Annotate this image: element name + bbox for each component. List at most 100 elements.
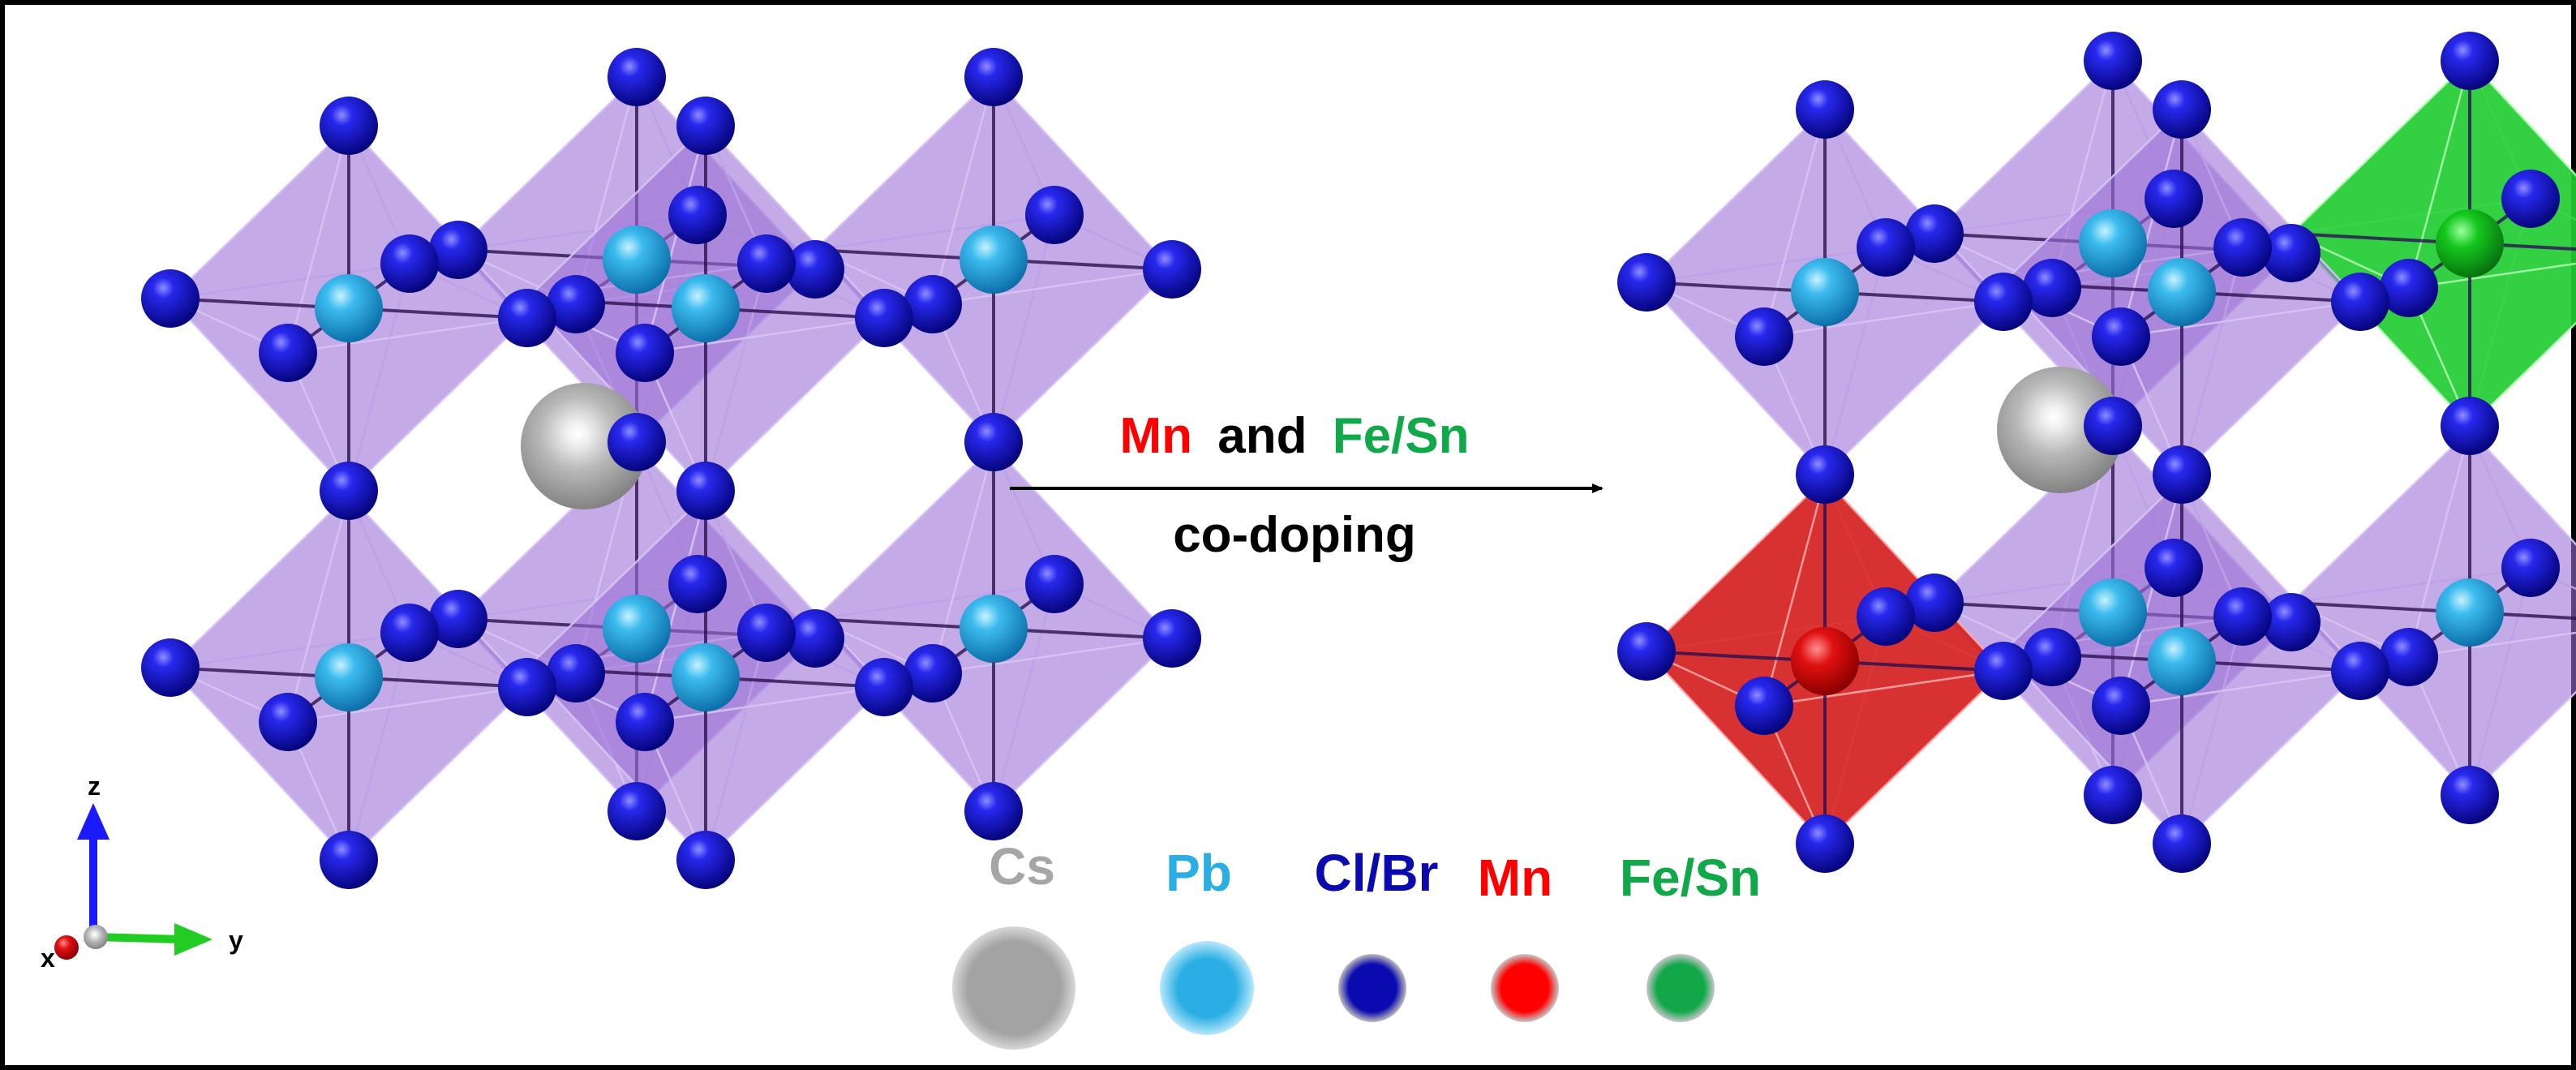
- halide-atom: [737, 234, 796, 293]
- legend: Cs Pb Cl/Br Mn Fe/Sn: [952, 837, 1761, 1050]
- halide-atom: [380, 604, 439, 662]
- halide-atom: [2023, 259, 2081, 317]
- legend-label-mn: Mn: [1478, 849, 1552, 907]
- halide-atom: [498, 658, 556, 716]
- legend-swatch-cs: [952, 926, 1075, 1050]
- octahedron: [2288, 426, 2576, 799]
- legend-label-cs: Cs: [989, 837, 1055, 896]
- halide-atom: [2262, 224, 2321, 282]
- halide-atom: [855, 658, 913, 716]
- lead-atom: [603, 226, 671, 294]
- lead-atom: [2079, 578, 2147, 647]
- halide-atom: [2441, 32, 2499, 90]
- halide-atom: [498, 289, 556, 347]
- halide-atom: [2380, 628, 2438, 686]
- legend-swatch-pb: [1160, 941, 1254, 1035]
- y-axis-line: [95, 933, 183, 943]
- halide-atom: [676, 97, 735, 155]
- halide-atom: [141, 638, 200, 697]
- halide-atom: [1857, 218, 1915, 277]
- iron-tin-atom: [2436, 209, 2504, 277]
- halide-atom: [1974, 642, 2033, 700]
- codoped-perovskite-structure: [1617, 32, 2576, 873]
- lead-atom: [672, 274, 740, 342]
- halide-atom: [616, 693, 674, 751]
- cesium-atom: [521, 383, 647, 509]
- halide-atom: [904, 644, 962, 703]
- undoped-perovskite-structure: [141, 48, 1201, 889]
- halide-atom: [2153, 814, 2211, 873]
- octahedron-face: [2407, 262, 2576, 428]
- halide-atom: [320, 831, 378, 889]
- halide-atom: [668, 555, 727, 613]
- halide-atom: [2153, 80, 2211, 139]
- halide-atom: [2084, 766, 2142, 824]
- halide-atom: [2213, 218, 2272, 277]
- halide-atom: [141, 269, 200, 328]
- lead-atom: [2148, 627, 2216, 695]
- halide-atom: [2084, 397, 2142, 455]
- lead-atom: [315, 274, 383, 342]
- halide-atom: [1143, 609, 1201, 668]
- halide-atom: [380, 234, 439, 293]
- lead-atom: [603, 595, 671, 663]
- halide-atom: [904, 275, 962, 333]
- halide-atom: [1617, 622, 1676, 681]
- legend-swatch-mn: [1491, 954, 1559, 1022]
- legend-label-pb: Pb: [1166, 844, 1232, 902]
- z-axis-arrowhead: [77, 803, 109, 840]
- z-axis-label: z: [88, 771, 101, 801]
- halide-atom: [1796, 814, 1854, 873]
- lead-atom: [2436, 578, 2504, 647]
- halide-atom: [786, 609, 844, 668]
- y-axis-arrowhead: [174, 923, 213, 956]
- x-axis-label: x: [41, 943, 55, 973]
- halide-atom: [1025, 555, 1084, 613]
- halide-atom: [2331, 642, 2389, 700]
- halide-atom: [786, 240, 844, 299]
- halide-atom: [2441, 766, 2499, 824]
- cesium-atom: [1997, 367, 2123, 493]
- halide-atom: [547, 275, 605, 333]
- lead-atom: [2148, 258, 2216, 326]
- halide-atom: [259, 324, 317, 382]
- x-axis-marker: [54, 935, 79, 960]
- halide-atom: [429, 221, 487, 279]
- halide-atom: [608, 782, 666, 840]
- halide-atom: [2501, 170, 2560, 228]
- halide-atom: [2262, 593, 2321, 651]
- halide-atom: [676, 831, 735, 889]
- halide-atom: [259, 693, 317, 751]
- halide-atom: [1905, 204, 1964, 263]
- halide-atom: [2023, 628, 2081, 686]
- halide-atom: [2145, 170, 2203, 228]
- halide-atom: [2092, 677, 2150, 735]
- halide-atom: [2092, 307, 2150, 366]
- halide-atom: [1857, 587, 1915, 646]
- lead-atom: [672, 643, 740, 711]
- halide-atom: [1796, 80, 1854, 139]
- halide-atom: [2441, 397, 2499, 455]
- conjunction-label: and: [1217, 408, 1307, 464]
- halide-atom: [2084, 32, 2142, 90]
- fe-sn-doped-octahedron: [2288, 57, 2576, 430]
- halide-atom: [964, 48, 1023, 106]
- manganese-atom: [1791, 627, 1859, 695]
- axis-origin: [84, 925, 108, 949]
- dopant-fe-sn-label: Fe/Sn: [1333, 408, 1470, 464]
- halide-atom: [1905, 574, 1964, 632]
- halide-atom: [1143, 240, 1201, 299]
- halide-atom: [320, 462, 378, 520]
- legend-label-fe-sn: Fe/Sn: [1620, 849, 1761, 907]
- halide-atom: [608, 413, 666, 471]
- halide-atom: [1796, 445, 1854, 504]
- halide-atom: [1617, 253, 1676, 312]
- halide-atom: [320, 97, 378, 155]
- octahedron: [812, 442, 1175, 815]
- halide-atom: [616, 324, 674, 382]
- halide-atom: [668, 186, 727, 244]
- reaction-label: Mn and Fe/Sn: [1119, 408, 1469, 464]
- legend-swatch-fe-sn: [1646, 954, 1715, 1022]
- halide-atom: [964, 782, 1023, 840]
